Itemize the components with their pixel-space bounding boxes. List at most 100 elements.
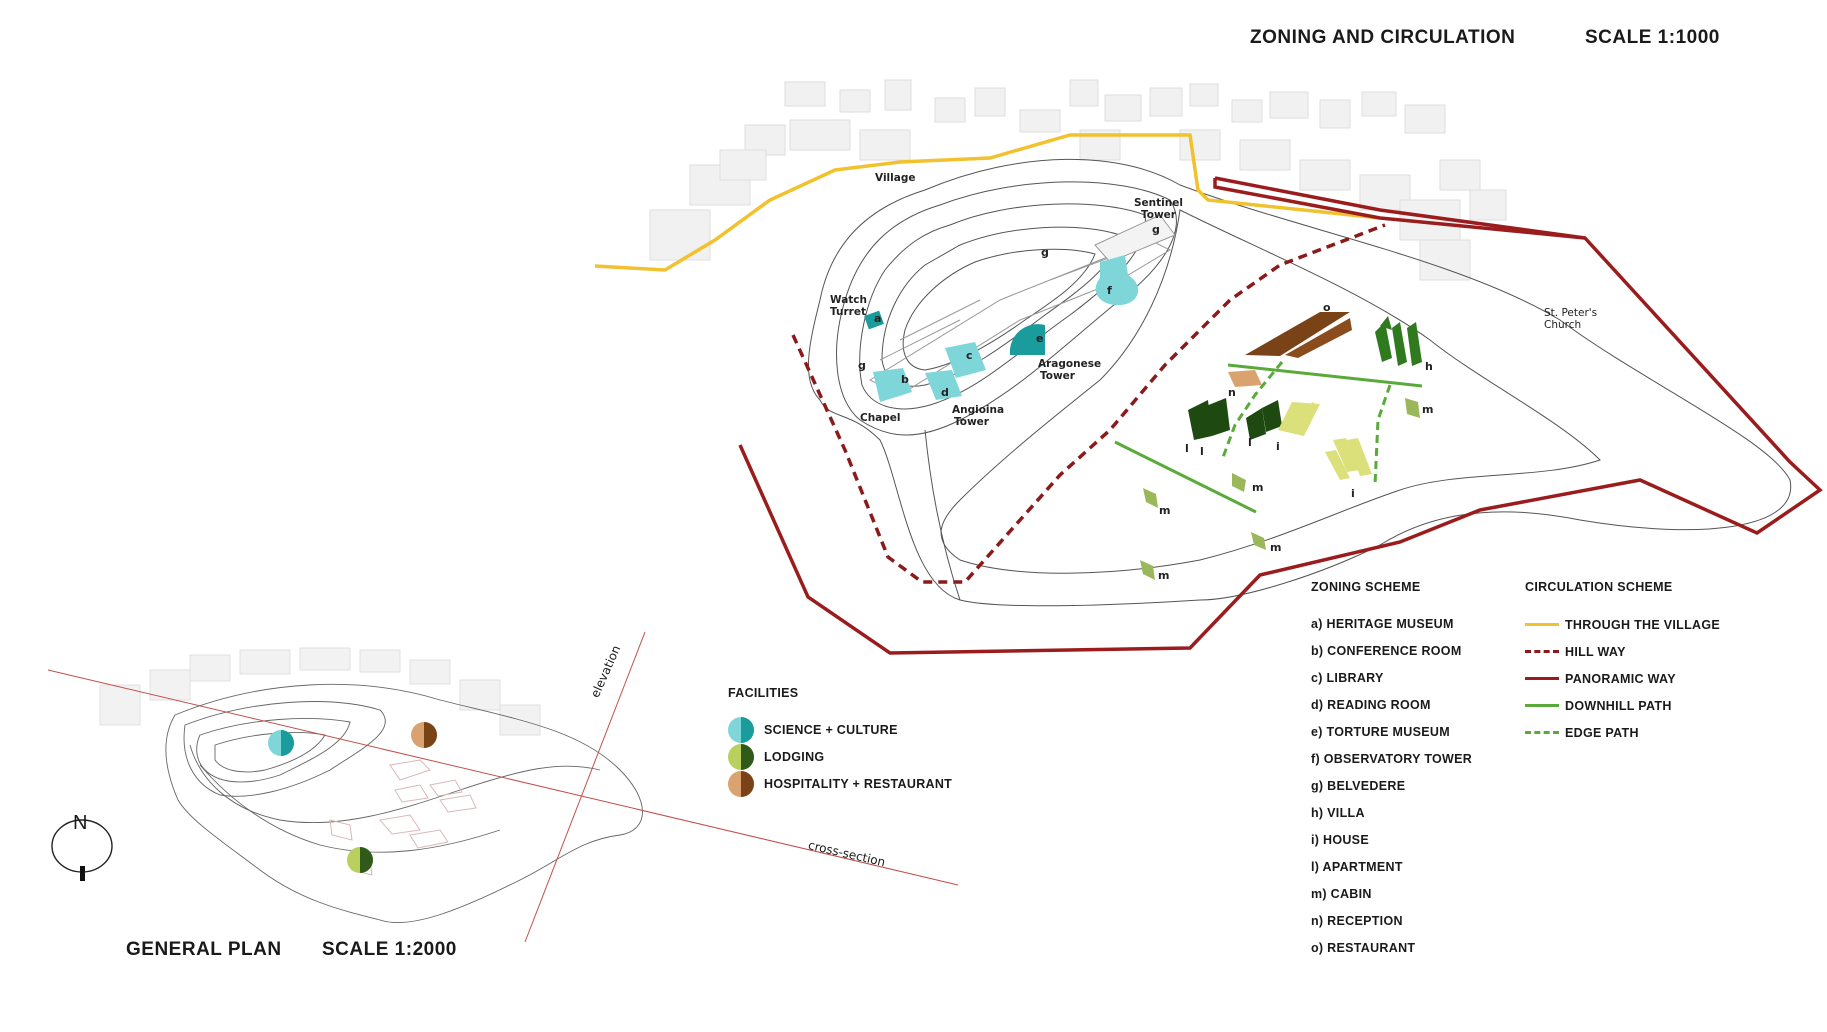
- label-aragonese-tower-line2: Tower: [1040, 370, 1075, 382]
- circulation-label: PANORAMIC WAY: [1565, 671, 1676, 686]
- zoning-item: n) RECEPTION: [1311, 914, 1403, 928]
- circulation-item: THROUGH THE VILLAGE: [1525, 611, 1720, 638]
- panoramic-way-swatch: [1525, 677, 1559, 680]
- zone-o-restaurant-2: [1285, 318, 1352, 358]
- general-plan-map: [47, 631, 959, 943]
- route-edge-path-2: [1373, 384, 1392, 486]
- label-angioina-tower-line2: Tower: [954, 416, 989, 428]
- village-buildings: [649, 79, 1507, 281]
- facility-item: HOSPITALITY + RESTAURANT: [728, 770, 952, 797]
- letter-a: a: [874, 312, 881, 325]
- zoning-item: g) BELVEDERE: [1311, 779, 1406, 793]
- general-plan-title: GENERAL PLAN: [126, 939, 282, 960]
- circulation-legend: CIRCULATION SCHEME THROUGH THE VILLAGE H…: [1525, 580, 1720, 746]
- label-st-peters-church-line2: Church: [1544, 319, 1582, 331]
- letter-g2: g: [1152, 223, 1160, 236]
- facilities-heading: FACILITIES: [728, 686, 799, 700]
- zone-m-cabin: [1140, 398, 1420, 580]
- label-angioina-tower: Angioina Tower: [952, 404, 1004, 428]
- letter-l1: l: [1185, 442, 1189, 455]
- zone-f-observatory-tower: [1095, 255, 1139, 305]
- zone-a-heritage-museum: [864, 310, 884, 330]
- general-plan-contours: [165, 683, 643, 924]
- label-watch-turret-line1: Watch: [830, 294, 868, 306]
- contour-lines: [808, 158, 1792, 607]
- zone-letters: a b c d e f g g g o n h l l l i i m m m …: [858, 223, 1433, 582]
- circulation-item: PANORAMIC WAY: [1525, 665, 1720, 692]
- label-angioina-tower-line1: Angioina: [952, 404, 1005, 416]
- zoning-item: e) TORTURE MUSEUM: [1311, 725, 1450, 739]
- hill-way-swatch: [1525, 650, 1559, 653]
- label-village: Village: [875, 172, 916, 184]
- zone-o-restaurant: [1245, 312, 1350, 356]
- zoning-item: i) HOUSE: [1311, 833, 1369, 847]
- castle-structure: [868, 214, 1176, 396]
- general-plan-scale: SCALE 1:2000: [322, 939, 457, 960]
- circulation-heading: CIRCULATION SCHEME: [1525, 580, 1673, 594]
- through-village-swatch: [1525, 623, 1559, 626]
- letter-g1: g: [1041, 246, 1049, 259]
- letter-h: h: [1425, 360, 1433, 373]
- facility-label: SCIENCE + CULTURE: [764, 722, 898, 737]
- letter-i2: i: [1351, 487, 1355, 500]
- zoning-item: c) LIBRARY: [1311, 671, 1384, 685]
- zoning-item: m) CABIN: [1311, 887, 1372, 901]
- label-sentinel-tower-line1: Sentinel: [1134, 197, 1183, 209]
- hospitality-restaurant-icon: [728, 770, 754, 797]
- circulation-label: HILL WAY: [1565, 644, 1626, 659]
- letter-m2: m: [1252, 481, 1263, 494]
- zone-n-reception: [1228, 370, 1262, 387]
- downhill-path-swatch: [1525, 704, 1559, 707]
- science-culture-icon: [728, 716, 754, 743]
- circulation-label: THROUGH THE VILLAGE: [1565, 617, 1721, 632]
- routes: [594, 133, 1823, 655]
- zone-c-library: [945, 342, 986, 378]
- north-label: N: [73, 812, 88, 834]
- route-downhill-path-1: [1114, 440, 1257, 514]
- letter-m3: m: [1159, 504, 1170, 517]
- zoning-item: l) APARTMENT: [1311, 860, 1403, 874]
- circulation-label: DOWNHILL PATH: [1565, 698, 1672, 713]
- label-sentinel-tower-line2: Tower: [1141, 209, 1176, 221]
- zoning-legend: ZONING SCHEME a) HERITAGE MUSEUM b) CONF…: [1311, 580, 1472, 962]
- label-aragonese-tower-line1: Aragonese: [1038, 358, 1102, 370]
- label-chapel: Chapel: [860, 412, 901, 424]
- lodging-icon: [728, 743, 754, 770]
- circulation-item: EDGE PATH: [1525, 719, 1720, 746]
- elevation-line: [524, 631, 646, 943]
- circulation-label: EDGE PATH: [1565, 725, 1639, 740]
- zone-b-conference-room: [873, 368, 912, 402]
- general-plan-facility-icons: [268, 722, 437, 873]
- route-through-village: [594, 133, 1381, 272]
- zone-i-house: [1278, 402, 1372, 480]
- zone-d-reading-room: [925, 370, 962, 400]
- main-scale: SCALE 1:1000: [1585, 27, 1720, 48]
- facility-item: LODGING: [728, 743, 952, 770]
- zoning-item: f) OBSERVATORY TOWER: [1311, 752, 1473, 766]
- zone-l-apartment: [1188, 398, 1282, 440]
- label-st-peters-church: St. Peter's Church: [1544, 307, 1597, 331]
- route-downhill-path-2: [1227, 363, 1423, 388]
- label-aragonese-tower: Aragonese Tower: [1038, 358, 1101, 382]
- zoning-item: h) VILLA: [1311, 806, 1365, 820]
- facility-item: SCIENCE + CULTURE: [728, 716, 952, 743]
- letter-l2: l: [1200, 445, 1204, 458]
- label-watch-turret-line2: Turret: [830, 306, 866, 318]
- zoning-item: d) READING ROOM: [1311, 698, 1431, 712]
- letter-m1: m: [1422, 403, 1433, 416]
- zoning-item: a) HERITAGE MUSEUM: [1311, 617, 1454, 631]
- route-edge-path-1: [1220, 361, 1284, 461]
- route-panoramic-way-upper: [1214, 176, 1586, 240]
- letter-e: e: [1036, 332, 1043, 345]
- circulation-item: DOWNHILL PATH: [1525, 692, 1720, 719]
- letter-l3: l: [1248, 436, 1252, 449]
- cross-section-line: [47, 669, 959, 886]
- facility-label: LODGING: [764, 749, 825, 764]
- main-title: ZONING AND CIRCULATION: [1250, 27, 1516, 48]
- zoning-item: b) CONFERENCE ROOM: [1311, 644, 1462, 658]
- letter-d: d: [941, 386, 949, 399]
- edge-path-swatch: [1525, 731, 1559, 734]
- letter-n: n: [1228, 386, 1236, 399]
- route-panoramic-way: [738, 178, 1823, 655]
